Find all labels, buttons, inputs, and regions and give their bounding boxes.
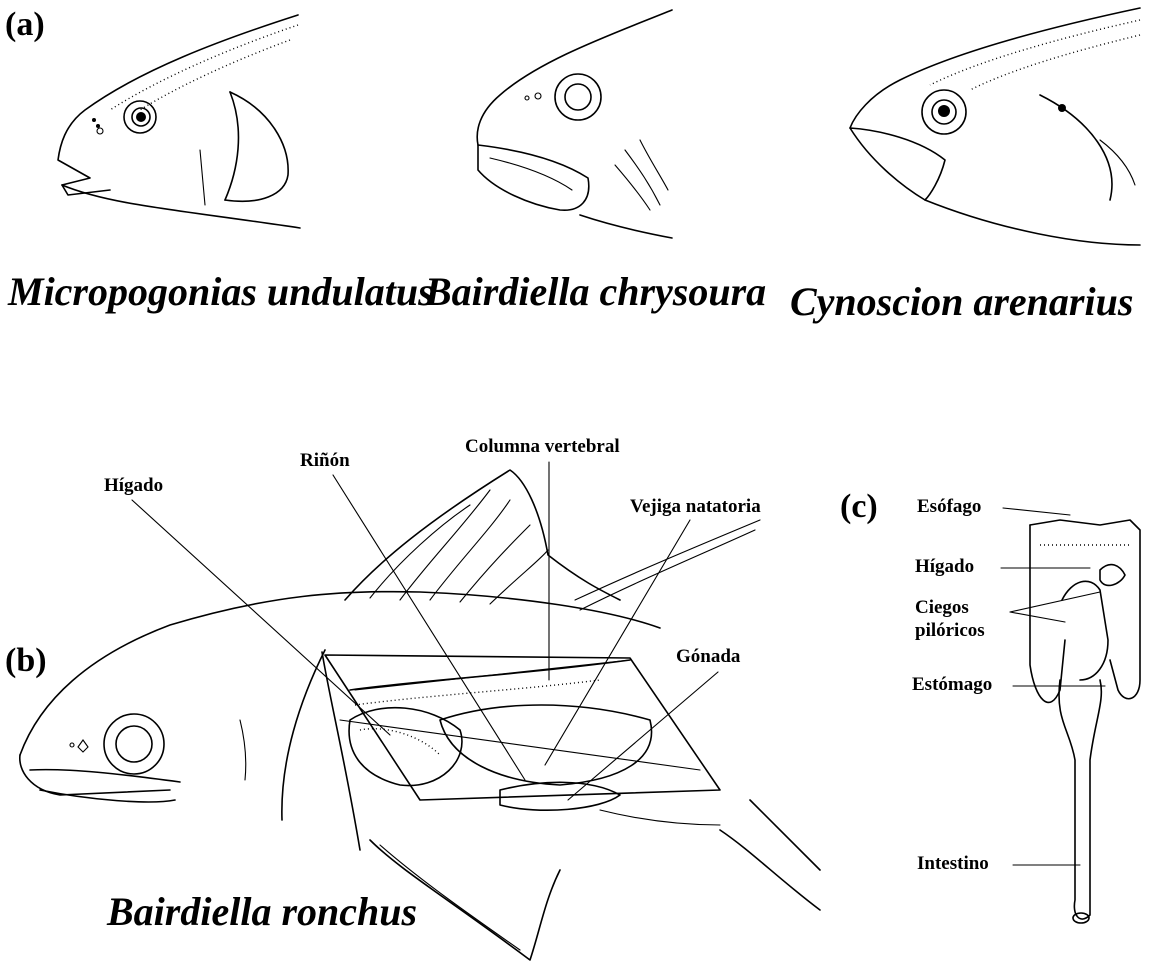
head-micropogonias	[58, 15, 300, 228]
species-name: Bairdiella chrysoura	[425, 268, 766, 315]
digestive-tract-c	[1030, 520, 1140, 923]
head-cynoscion	[850, 8, 1140, 245]
panel-label-b: (b)	[5, 642, 47, 680]
panel-label-a: (a)	[5, 6, 45, 44]
label-higado-c: Hígado	[915, 556, 974, 578]
label-estomago: Estómago	[912, 674, 992, 696]
species-name-b: Bairdiella ronchus	[107, 888, 417, 935]
fish-body-b	[20, 470, 820, 960]
label-rinon: Riñón	[300, 450, 350, 472]
label-gonada: Gónada	[676, 646, 740, 668]
label-intestino: Intestino	[917, 853, 989, 875]
label-ciegos: Ciegos	[915, 597, 969, 619]
panel-label-c: (c)	[840, 488, 878, 526]
label-columna-vertebral: Columna vertebral	[465, 436, 620, 458]
species-name: Micropogonias undulatus	[8, 268, 434, 315]
label-vejiga-natatoria: Vejiga natatoria	[630, 496, 761, 518]
label-esofago: Esófago	[917, 496, 981, 518]
species-name: Cynoscion arenarius	[790, 278, 1133, 325]
label-piloricos: pilóricos	[915, 620, 985, 642]
head-bairdiella-chrysoura	[477, 10, 672, 238]
label-higado-b: Hígado	[104, 475, 163, 497]
